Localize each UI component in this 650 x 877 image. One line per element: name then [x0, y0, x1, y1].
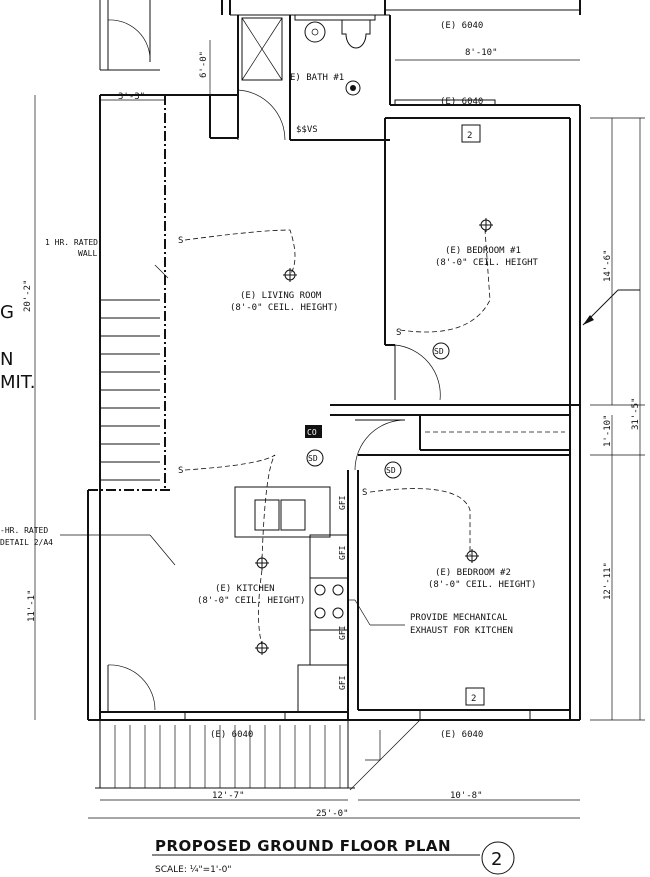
windows — [184, 14, 531, 721]
window-tag-bottom: 2 — [471, 694, 476, 704]
drawing-scale: SCALE: ¼"=1'-0" — [155, 865, 231, 875]
sheet-number-circle — [481, 841, 515, 875]
bedroom1-name: (E) BEDROOM #1 — [445, 246, 521, 256]
stairs — [100, 299, 160, 481]
drawing-title: PROPOSED GROUND FLOOR PLAN — [155, 837, 451, 855]
gfi-outlet-3: GFI — [338, 625, 347, 640]
kitchen-ceiling: (8'-0" CEIL. HEIGHT) — [197, 596, 305, 606]
note-exhaust-line2: EXHAUST FOR KITCHEN — [410, 626, 513, 636]
co-detector: CO — [307, 428, 317, 437]
dimension-lines — [34, 40, 645, 819]
doors — [107, 89, 441, 712]
sheet-number: 2 — [491, 849, 502, 870]
switch-living-top: S — [178, 236, 183, 246]
window-label-bottom-right: (E) 6040 — [440, 730, 483, 740]
note-hr-rated-line2: DETAIL 2/A4 — [0, 538, 53, 547]
dim-12-7: 12'-7" — [212, 791, 245, 801]
dim-11-1: 11'-1" — [27, 589, 37, 622]
dim-20-2: 20'-2" — [23, 279, 33, 312]
kitchen-name: (E) KITCHEN — [215, 584, 275, 594]
note-1hr-wall-line2: WALL — [78, 249, 97, 258]
gfi-outlet-4: GFI — [338, 675, 347, 690]
bedroom2-ceiling: (8'-0" CEIL. HEIGHT) — [428, 580, 536, 590]
dim-31-5: 31'-5" — [631, 397, 641, 430]
switch-bedroom1: S — [396, 328, 401, 338]
bath-label: E) BATH #1 — [290, 73, 344, 83]
dim-1-10: 1'-10" — [603, 414, 613, 447]
dim-12-11: 12'-11" — [603, 562, 613, 600]
bedroom1-ceiling: (8'-0" CEIL. HEIGHT — [435, 258, 539, 268]
window-tags — [461, 124, 485, 706]
partial-letter-n: N — [0, 349, 13, 370]
smoke-detector-bedroom1: SD — [434, 347, 444, 356]
smoke-detector-hall: SD — [308, 454, 318, 463]
dim-25-0: 25'-0" — [316, 809, 349, 819]
window-label-bottom-left: (E) 6040 — [210, 730, 253, 740]
dim-10-8: 10'-8" — [450, 791, 483, 801]
note-hr-rated-line1: -HR. RATED — [0, 526, 48, 535]
window-label-top: (E) 6040 — [440, 21, 483, 31]
smoke-detector-bedroom2: SD — [386, 466, 396, 475]
partial-text-mit: MIT. — [0, 372, 35, 393]
note-1hr-wall-line1: 1 HR. RATED — [45, 238, 98, 247]
bath-fixtures — [241, 17, 371, 96]
window-label-mid: (E) 6040 — [440, 97, 483, 107]
electrical-circuits — [184, 218, 493, 655]
dim-14-6: 14'-6" — [603, 249, 613, 282]
switch-bedroom2: S — [362, 488, 367, 498]
switch-living-bottom: S — [178, 466, 183, 476]
dim-6-0: 6'-0" — [199, 51, 209, 78]
kitchen-fixtures — [234, 486, 349, 713]
living-room-ceiling: (8'-0" CEIL. HEIGHT) — [230, 303, 338, 313]
bedroom2-name: (E) BEDROOM #2 — [435, 568, 511, 578]
dim-3-3: 3'-3" — [118, 92, 145, 102]
partial-letter-g: G — [0, 302, 14, 323]
window-tag-top: 2 — [467, 131, 472, 141]
gfi-outlet-1: GFI — [338, 495, 347, 510]
living-room-name: (E) LIVING ROOM — [240, 291, 322, 301]
gfi-outlet-2: GFI — [338, 545, 347, 560]
switch-bath: $$VS — [296, 125, 318, 135]
note-exhaust-line1: PROVIDE MECHANICAL — [410, 613, 508, 623]
dim-8-10: 8'-10" — [465, 48, 498, 58]
